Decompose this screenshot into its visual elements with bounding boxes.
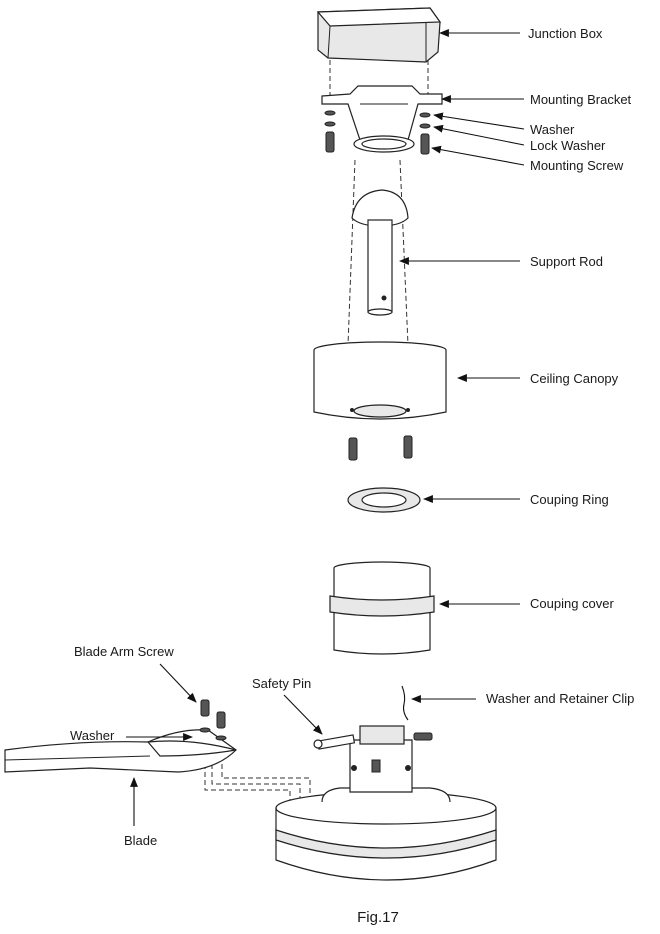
label-mounting-screw: Mounting Screw <box>530 158 624 173</box>
label-mounting-bracket: Mounting Bracket <box>530 92 632 107</box>
label-lock-washer: Lock Washer <box>530 138 606 153</box>
label-support-rod: Support Rod <box>530 254 603 269</box>
label-couping-ring: Couping Ring <box>530 492 609 507</box>
canopy-screws <box>348 435 413 461</box>
label-junction-box: Junction Box <box>528 26 603 41</box>
support-rod <box>351 189 409 316</box>
label-washer-blade: Washer <box>70 728 115 743</box>
bracket-screws <box>324 110 431 155</box>
safety-pin-assembly <box>313 685 433 750</box>
mounting-bracket <box>321 85 443 153</box>
label-washer-retainer-clip: Washer and Retainer Clip <box>486 691 634 706</box>
ceiling-canopy <box>313 341 447 420</box>
label-washer: Washer <box>530 122 575 137</box>
label-safety-pin: Safety Pin <box>252 676 311 691</box>
label-ceiling-canopy: Ceiling Canopy <box>530 371 619 386</box>
label-blade: Blade <box>124 833 157 848</box>
couping-ring <box>347 487 421 513</box>
label-blade-arm-screw: Blade Arm Screw <box>74 644 174 659</box>
motor-housing <box>275 725 497 881</box>
leader-arrows <box>126 29 525 826</box>
couping-cover <box>329 561 435 655</box>
blade-assembly <box>4 699 237 773</box>
label-couping-cover: Couping cover <box>530 596 614 611</box>
junction-box <box>316 7 442 63</box>
figure-caption: Fig.17 <box>357 909 399 926</box>
alignment-lines <box>204 60 429 810</box>
